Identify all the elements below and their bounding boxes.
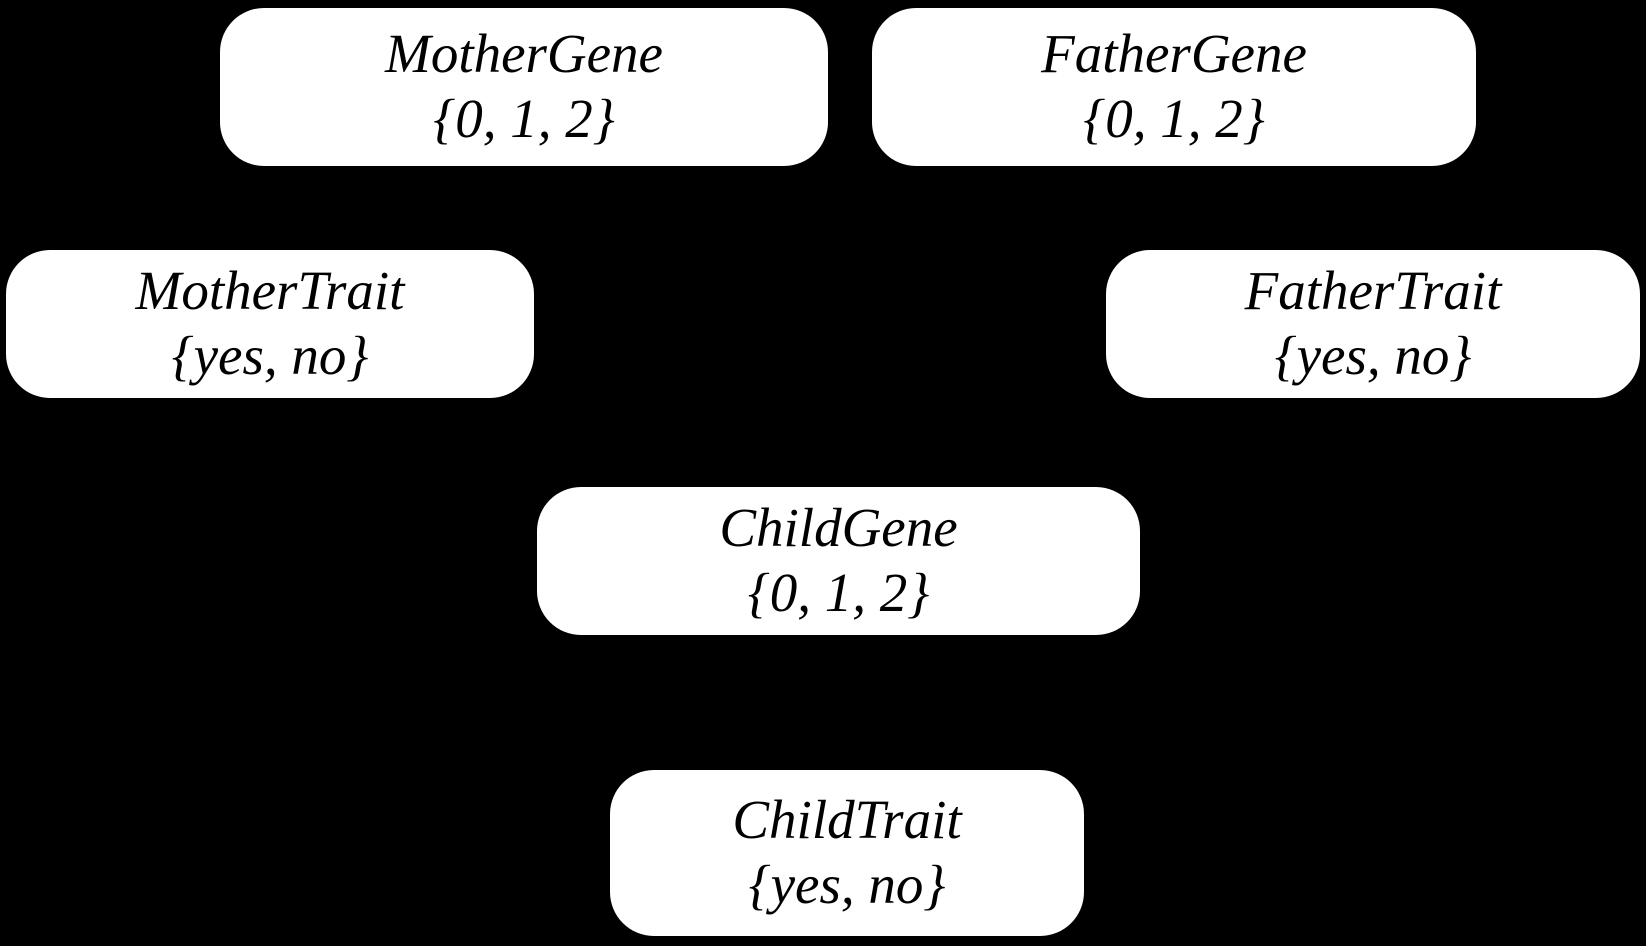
node-child-trait-domain: {yes, no}	[748, 854, 946, 915]
node-mother-gene-label: MotherGene	[385, 23, 663, 85]
node-child-gene-label: ChildGene	[719, 497, 958, 559]
node-father-trait-domain: {yes, no}	[1274, 325, 1472, 386]
node-child-trait-label: ChildTrait	[732, 789, 962, 851]
node-father-gene[interactable]: FatherGene {0, 1, 2}	[872, 8, 1476, 166]
node-father-trait[interactable]: FatherTrait {yes, no}	[1106, 250, 1640, 398]
node-mother-trait-domain: {yes, no}	[171, 325, 369, 386]
node-child-trait[interactable]: ChildTrait {yes, no}	[610, 770, 1084, 936]
node-mother-gene[interactable]: MotherGene {0, 1, 2}	[220, 8, 828, 166]
node-father-trait-label: FatherTrait	[1244, 260, 1502, 322]
node-child-gene-domain: {0, 1, 2}	[747, 562, 930, 623]
node-mother-trait-label: MotherTrait	[135, 260, 405, 322]
node-father-gene-label: FatherGene	[1041, 23, 1307, 85]
node-mother-trait[interactable]: MotherTrait {yes, no}	[6, 250, 534, 398]
node-mother-gene-domain: {0, 1, 2}	[433, 88, 615, 149]
node-father-gene-domain: {0, 1, 2}	[1083, 88, 1265, 149]
node-child-gene[interactable]: ChildGene {0, 1, 2}	[537, 487, 1140, 635]
